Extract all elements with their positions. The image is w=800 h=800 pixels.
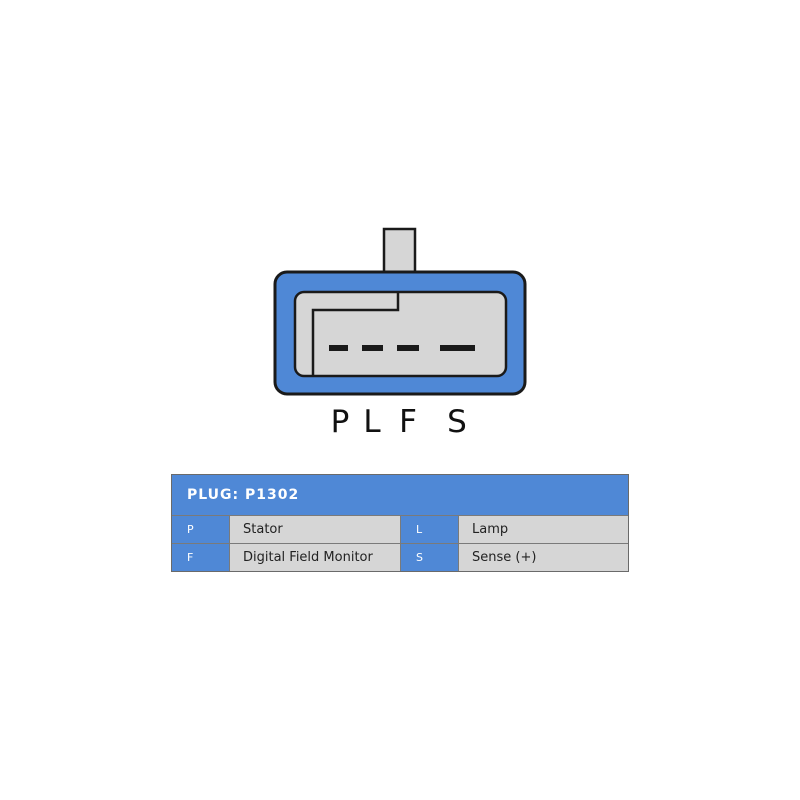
pin-code-cell: P [172, 516, 229, 543]
table-row: F Digital Field Monitor S Sense (+) [172, 543, 628, 571]
pin-slot-f [397, 345, 419, 351]
pin-label-row: P L F S [0, 400, 800, 444]
pin-slot-s [440, 345, 475, 351]
pin-label-f: F [399, 404, 417, 440]
pin-code-cell: L [401, 516, 458, 543]
pin-description-cell: Sense (+) [458, 544, 628, 571]
pin-label-s: S [447, 404, 467, 440]
pin-description-cell: Stator [229, 516, 401, 543]
table-row: P Stator L Lamp [172, 515, 628, 543]
pin-description-cell: Digital Field Monitor [229, 544, 401, 571]
pin-label-p: P [330, 404, 350, 440]
pin-code-cell: F [172, 544, 229, 571]
connector-keying-line [311, 292, 400, 376]
pin-label-l: L [363, 404, 381, 440]
pin-description-cell: Lamp [458, 516, 628, 543]
pin-slot-l [362, 345, 383, 351]
pin-slot-p [329, 345, 348, 351]
connector-latch-tab [382, 227, 417, 276]
plug-table-title: PLUG: P1302 [172, 475, 628, 515]
pin-code-cell: S [401, 544, 458, 571]
pin-slot-group [329, 345, 475, 351]
plug-pinout-table: PLUG: P1302 P Stator L Lamp F Digital Fi… [171, 474, 629, 572]
connector-insert [293, 290, 508, 378]
